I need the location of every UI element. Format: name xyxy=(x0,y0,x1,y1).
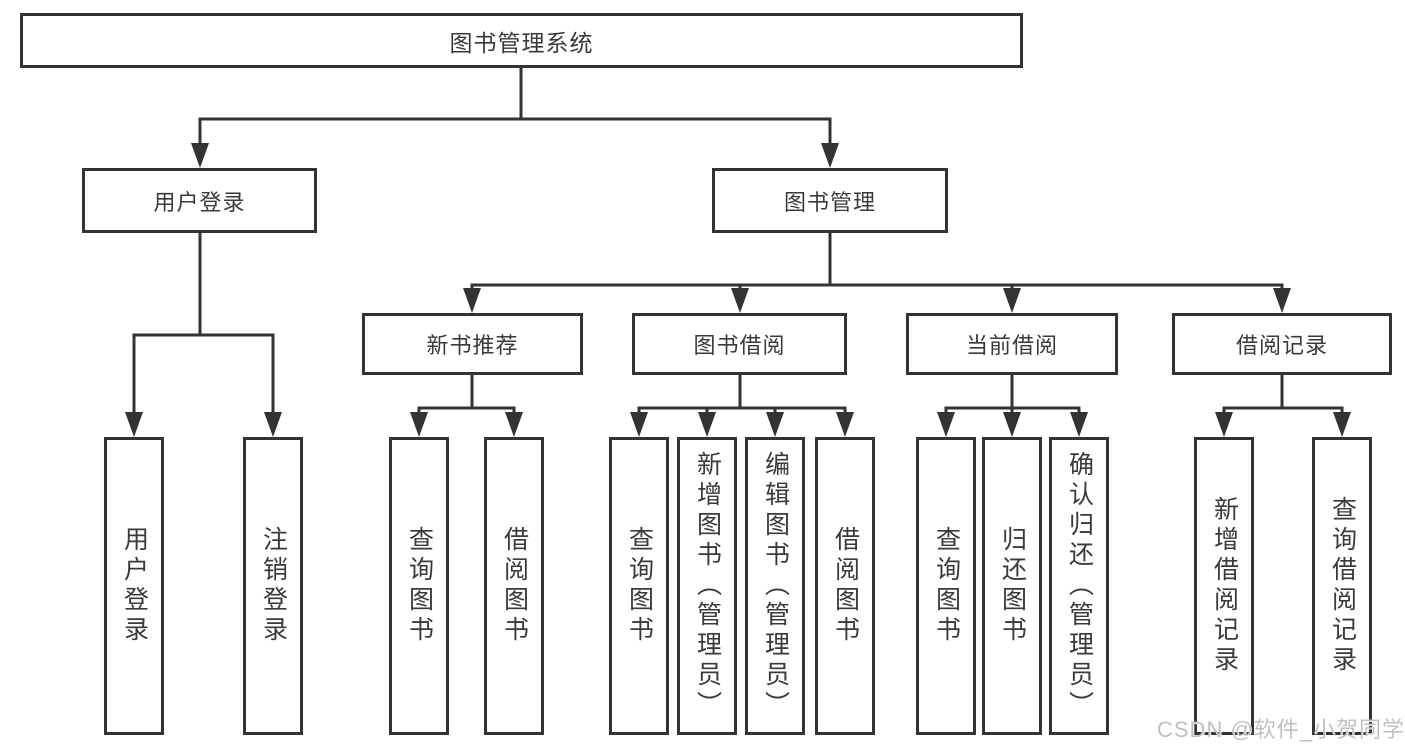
leaf-query-books-recommend: 查询图书 xyxy=(389,437,449,735)
leaf-add-borrow-record: 新增借阅记录 xyxy=(1194,437,1254,735)
node-label: 当前借阅 xyxy=(965,333,1058,358)
node-label: 查询图书 xyxy=(625,526,654,646)
leaf-add-books-admin: 新增图书（管理员） xyxy=(677,437,737,735)
watermark: CSDN @软件_小贺同学 xyxy=(1157,717,1405,742)
node-user-login: 用户登录 xyxy=(82,168,317,233)
node-label: 借阅图书 xyxy=(831,526,860,646)
leaf-logout-login: 注销登录 xyxy=(243,437,303,735)
leaf-borrow-books-recommend: 借阅图书 xyxy=(484,437,544,735)
node-borrowing-records: 借阅记录 xyxy=(1172,313,1392,375)
node-label: 注销登录 xyxy=(259,526,288,646)
leaf-query-borrow-record: 查询借阅记录 xyxy=(1312,437,1372,735)
node-label: 新增图书（管理员） xyxy=(693,451,722,721)
node-book-management: 图书管理 xyxy=(712,168,948,233)
node-label: 确认归还（管理员） xyxy=(1065,451,1094,721)
node-label: 编辑图书（管理员） xyxy=(761,451,790,721)
node-label: 查询图书 xyxy=(405,526,434,646)
leaf-edit-books-admin: 编辑图书（管理员） xyxy=(745,437,805,735)
leaf-user-login: 用户登录 xyxy=(104,437,164,735)
leaf-query-books-borrow: 查询图书 xyxy=(609,437,669,735)
node-label: 归还图书 xyxy=(998,526,1027,646)
node-current-borrowing: 当前借阅 xyxy=(906,313,1118,375)
node-label: 查询借阅记录 xyxy=(1328,496,1357,676)
leaf-borrow-books: 借阅图书 xyxy=(815,437,875,735)
node-label: 图书借阅 xyxy=(693,333,786,358)
leaf-return-books: 归还图书 xyxy=(982,437,1042,735)
node-label: 查询图书 xyxy=(932,526,961,646)
node-label: 用户登录 xyxy=(153,189,246,215)
node-label: 图书管理系统 xyxy=(449,29,594,56)
node-library-management-system: 图书管理系统 xyxy=(20,13,1023,68)
node-label: 图书管理 xyxy=(783,189,876,215)
node-book-borrowing: 图书借阅 xyxy=(632,313,847,375)
node-label: 借阅图书 xyxy=(500,526,529,646)
node-new-book-recommendation: 新书推荐 xyxy=(362,313,583,375)
node-label: 用户登录 xyxy=(120,526,149,646)
node-label: 借阅记录 xyxy=(1235,333,1328,358)
leaf-confirm-return-admin: 确认归还（管理员） xyxy=(1049,437,1109,735)
leaf-query-books-current: 查询图书 xyxy=(916,437,976,735)
node-label: 新增借阅记录 xyxy=(1210,496,1239,676)
node-label: 新书推荐 xyxy=(426,333,519,358)
